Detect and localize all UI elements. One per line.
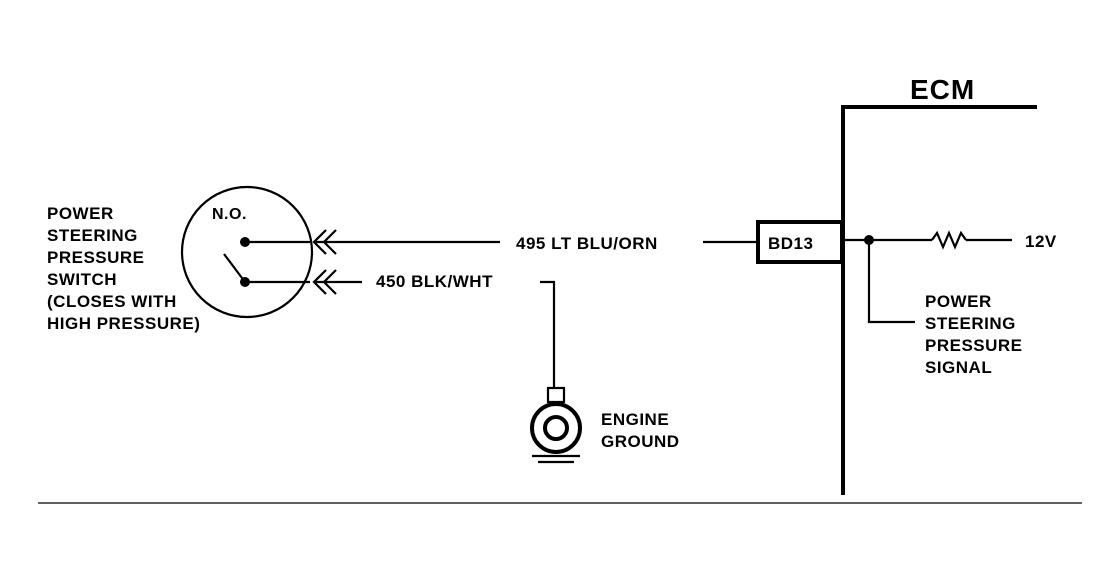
pressure-switch: N.O. [180,185,314,319]
switch-label-line: STEERING [47,226,138,245]
engine-ground-label-line: GROUND [601,432,680,451]
supply-voltage-label: 12V [1025,232,1057,251]
ecm-signal-label: POWER STEERING PRESSURE SIGNAL [925,292,1028,377]
switch-blade [223,253,246,283]
engine-ground-label-line: ENGINE [601,410,669,429]
ground-wire-label: 450 BLK/WHT [376,272,493,291]
ecm-signal-label-line: PRESSURE [925,336,1023,355]
switch-body [180,185,314,319]
signal-wire-label: 495 LT BLU/ORN [516,234,658,253]
switch-label: POWER STEERING PRESSURE SWITCH (CLOSES W… [47,204,200,333]
switch-label-line: POWER [47,204,114,223]
connector-symbol [312,229,337,295]
ecm-terminal-label: BD13 [768,234,813,253]
ecm-terminal-box [756,220,844,264]
switch-label-line: HIGH PRESSURE) [47,314,200,333]
ecm-block: ECM BD13 [756,74,1037,495]
switch-label-line: PRESSURE [47,248,145,267]
switch-label-line: SWITCH [47,270,117,289]
engine-ground-symbol [530,386,582,464]
ecm-title: ECM [910,74,975,105]
engine-ground-label: ENGINE GROUND [601,410,680,451]
switch-label-line: (CLOSES WITH [47,292,177,311]
switch-state-label: N.O. [212,206,247,223]
pullup-circuit: 12V [843,230,1057,324]
ecm-signal-label-line: SIGNAL [925,358,992,377]
ecm-signal-label-line: STEERING [925,314,1016,333]
signal-wire: 495 LT BLU/ORN [316,234,757,253]
resistor [931,230,967,250]
ecm-signal-label-line: POWER [925,292,992,311]
ground-wire: 450 BLK/WHT [316,272,556,388]
